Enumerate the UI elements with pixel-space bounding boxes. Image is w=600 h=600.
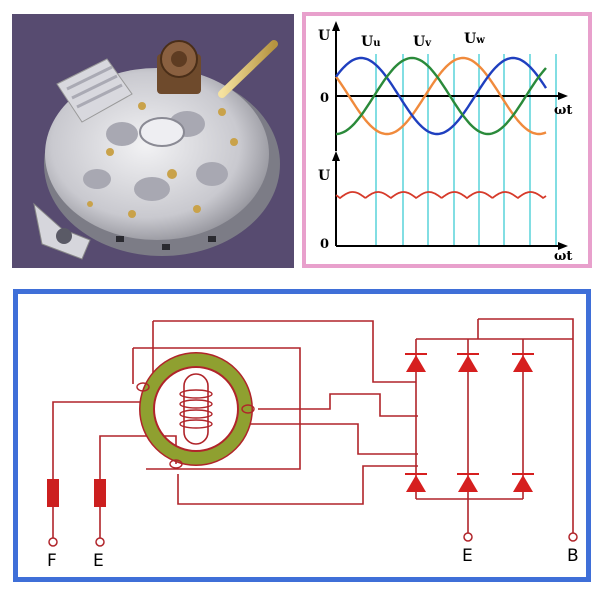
phase-w-curve [335, 56, 547, 136]
terminal-b [568, 532, 578, 542]
stator-inner-edge [153, 366, 239, 452]
bottom-axis-label: U [318, 168, 330, 184]
wire-stator-u [258, 393, 418, 417]
label-f: F [47, 551, 57, 571]
rotor-windings [179, 389, 213, 429]
time-label: ωt [554, 103, 572, 118]
bottom-time-label: ωt [554, 249, 572, 264]
rectifier-diodes [405, 353, 534, 492]
phase-label-w: Uw [464, 31, 485, 47]
alternator-illustration [12, 14, 294, 268]
diode-upper-2 [457, 353, 479, 372]
stator-winding-marks [136, 382, 255, 469]
stator-ring [140, 353, 252, 465]
top-zero-label: 0 [320, 91, 329, 106]
circuit-diagram: F E E B [47, 318, 579, 571]
diode-lower-3 [512, 473, 534, 492]
circuit-wires [52, 318, 574, 539]
diode-upper-3 [512, 353, 534, 372]
terminal-e-left [95, 537, 105, 547]
wire-stator-v [248, 423, 418, 455]
phase-label-v: Uv [413, 34, 432, 50]
diode-lower-2 [457, 473, 479, 492]
terminal-f [48, 537, 58, 547]
top-y-arrow [332, 21, 340, 31]
label-e-left: E [93, 551, 104, 571]
diode-upper-1 [405, 353, 427, 372]
wire-stator-w [177, 465, 418, 505]
terminal-e-right [463, 532, 473, 542]
alternator-photo [12, 14, 294, 268]
diode-lower-1 [405, 473, 427, 492]
bottom-zero-label: 0 [320, 237, 329, 252]
stator-outer-edge [139, 352, 253, 466]
brush-e [94, 479, 106, 507]
brush-f [47, 479, 59, 507]
waveform-gridlines [375, 54, 557, 246]
waveform-graph: U 0 ωt Uu Uv Uw U 0 ωt [318, 21, 572, 264]
bottom-y-arrow [332, 151, 340, 161]
phase-u-curve [335, 56, 547, 136]
top-x-arrow [558, 92, 568, 100]
rectified-voltage-curve [335, 191, 547, 200]
wire-b-output [478, 318, 574, 534]
circuit-panel: F E E B [13, 289, 591, 582]
top-axis-label: U [318, 28, 330, 44]
phase-label-u: Uu [361, 34, 381, 50]
phase-curves [335, 56, 548, 136]
label-e-right: E [462, 546, 473, 566]
waveform-panel: U 0 ωt Uu Uv Uw U 0 ωt [302, 12, 592, 268]
label-b: B [567, 546, 579, 566]
bottom-x-arrow [558, 242, 568, 250]
phase-v-curve [335, 56, 548, 136]
wire-top-loop [153, 320, 416, 383]
rotor-coil [183, 373, 209, 445]
wire-field-f [52, 401, 143, 469]
